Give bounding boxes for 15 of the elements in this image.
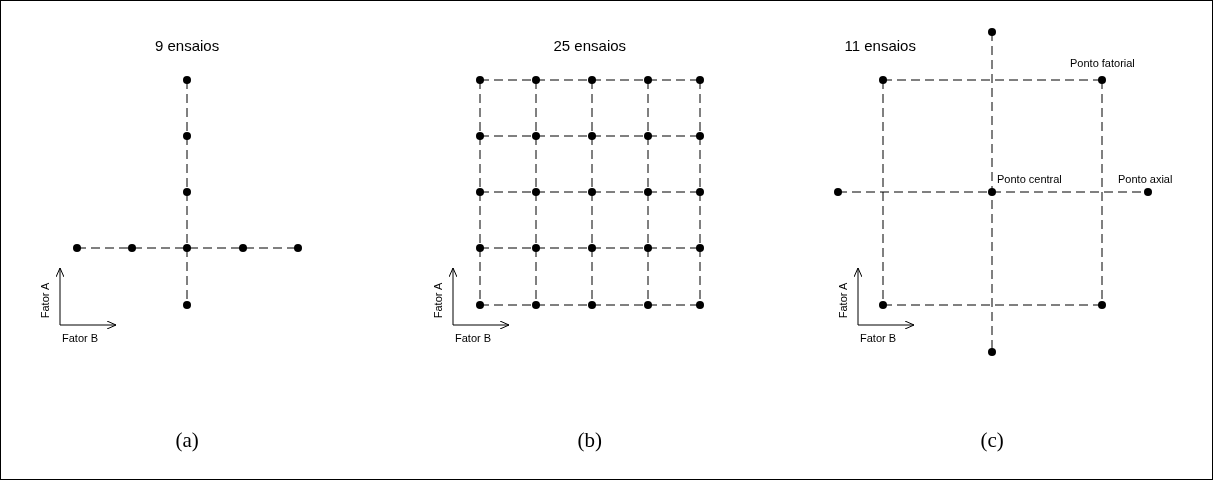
axis-label: Fator B [455, 333, 492, 344]
panel-title: 9 ensaios [155, 38, 220, 53]
panel-caption: (c) [980, 430, 1004, 451]
axis-label: Fator B [62, 333, 99, 344]
axis-label: Fator A [837, 282, 849, 318]
axis-label: Fator A [39, 282, 51, 318]
panel-title: 25 ensaios [553, 38, 627, 53]
point-label: Ponto axial [1118, 174, 1173, 185]
panel-caption: (b) [577, 430, 602, 451]
panel-caption: (a) [175, 430, 199, 451]
point-label: Ponto fatorial [1070, 58, 1135, 69]
point-label: Ponto central [997, 174, 1062, 185]
axis-label: Fator B [860, 333, 897, 344]
axis-label: Fator A [432, 282, 444, 318]
panel-title: 11 ensaios [844, 38, 916, 53]
